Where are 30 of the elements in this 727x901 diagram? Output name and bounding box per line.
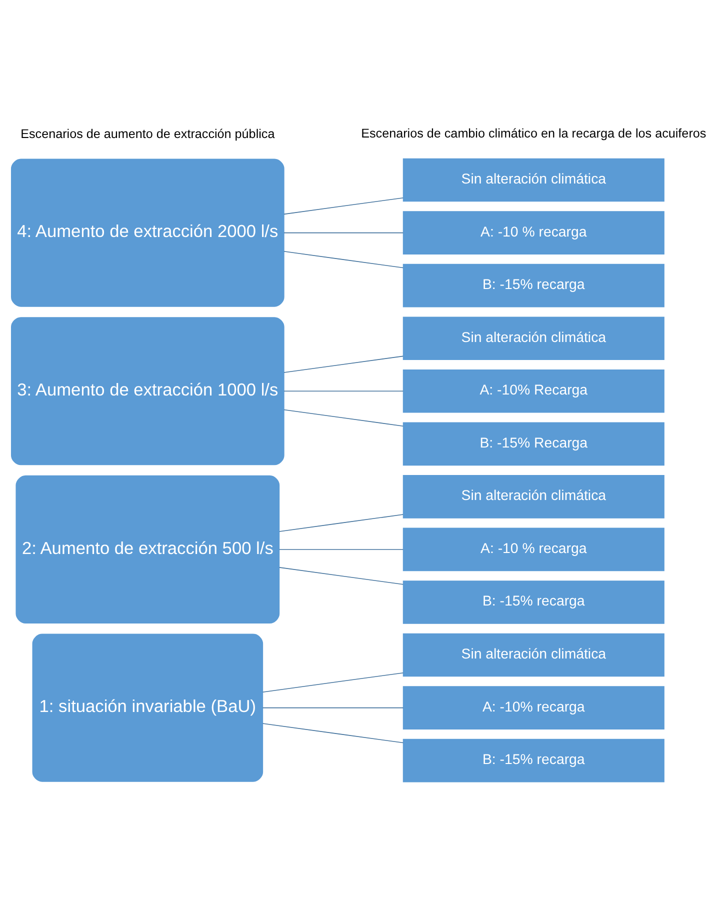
node-box: B: -15% recarga (402, 580, 664, 624)
node-box: Sin alteración climática (402, 474, 664, 518)
node-box: B: -15% recarga (402, 263, 664, 307)
node-box: 2: Aumento de extracción 500 l/s (16, 474, 280, 624)
node-box: Sin alteración climática (402, 316, 664, 360)
label: Escenarios de cambio climático en la recarga de los acuiferos (361, 126, 706, 140)
connector (284, 250, 404, 268)
connector (262, 722, 404, 743)
connector (279, 566, 404, 584)
node-box: Sin alteración climática (402, 632, 664, 676)
connector (284, 355, 404, 372)
connector (262, 672, 404, 692)
node-box: Sin alteración climática (402, 158, 664, 202)
node-box: A: -10 % recarga (402, 210, 664, 254)
node-box: A: -10% recarga (402, 686, 664, 729)
connector (284, 232, 404, 233)
connector (284, 390, 404, 392)
connector (279, 548, 404, 550)
connector (284, 408, 404, 426)
label: Escenarios de aumento de extracción pública (20, 126, 275, 141)
connector (262, 706, 404, 708)
node-box: A: -10 % recarga (402, 527, 664, 571)
node-box: 4: Aumento de extracción 2000 l/s (10, 158, 284, 306)
node-box: B: -15% Recarga (402, 422, 664, 466)
connector (284, 196, 404, 214)
node-box: 3: Aumento de extracción 1000 l/s (10, 316, 284, 465)
connector (279, 514, 404, 532)
node-box: B: -15% recarga (402, 738, 664, 782)
node-box: 1: situación invariable (BaU) (32, 633, 264, 782)
node-box: A: -10% Recarga (402, 368, 664, 412)
